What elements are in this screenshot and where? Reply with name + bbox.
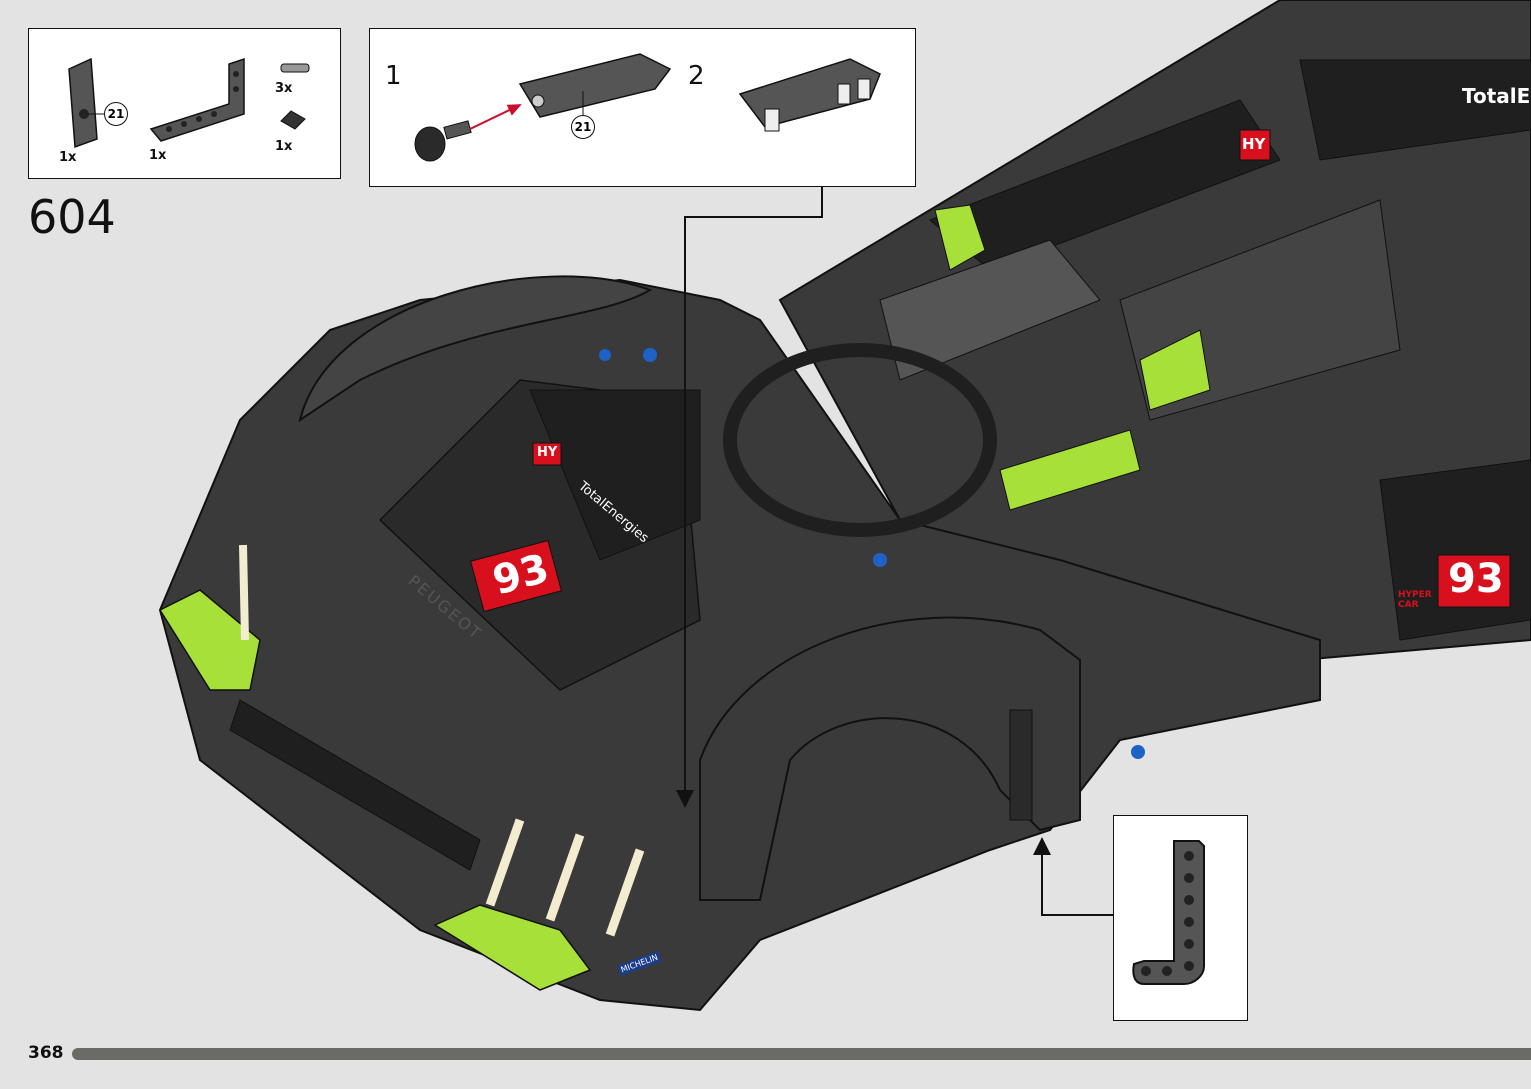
brand-decal-side: TotalEn bbox=[1462, 84, 1531, 108]
part-callout: 21 bbox=[104, 102, 128, 126]
sub-steps-illustration bbox=[414, 53, 881, 162]
step-number: 604 bbox=[28, 190, 116, 244]
race-number-decal-side: 93 bbox=[1448, 556, 1504, 602]
hy-badge-rear: HY bbox=[1242, 135, 1266, 153]
progress-bar bbox=[72, 1048, 1531, 1060]
detail-panel bbox=[1113, 815, 1248, 1021]
hypercar-decal: HYPER CAR bbox=[1398, 590, 1432, 610]
parts-list-panel: 1x 21 1x 3x 1x bbox=[28, 28, 341, 179]
part-qty: 1x bbox=[149, 148, 167, 163]
part-qty: 1x bbox=[275, 139, 293, 154]
page-number: 368 bbox=[28, 1043, 64, 1063]
sub-step-number: 2 bbox=[688, 61, 705, 91]
part-qty: 3x bbox=[275, 81, 293, 96]
l-beam-illustration bbox=[1132, 840, 1205, 985]
part-qty: 1x bbox=[59, 150, 77, 165]
sub-step-callout: 21 bbox=[571, 115, 595, 139]
sub-step-number: 1 bbox=[385, 61, 402, 91]
parts-illustration bbox=[68, 57, 310, 149]
sub-steps-panel: 1 21 2 bbox=[369, 28, 916, 187]
hy-badge-hood: HY bbox=[537, 445, 558, 460]
